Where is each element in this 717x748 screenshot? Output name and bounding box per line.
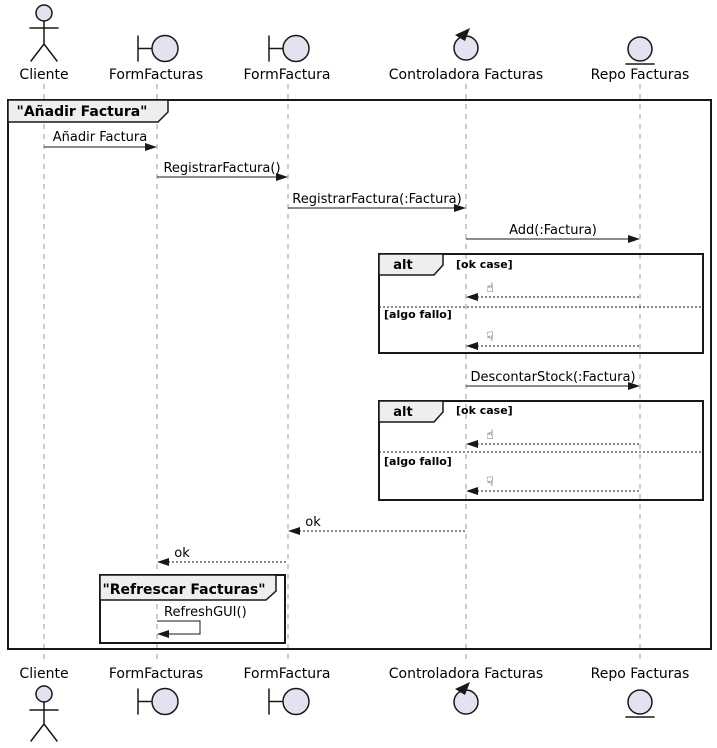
participant-label: FormFacturas <box>109 67 203 83</box>
participant-label: Repo Facturas <box>591 67 690 83</box>
participant-label: FormFactura <box>243 666 330 682</box>
participant-top-repo: Repo Facturas <box>591 36 690 83</box>
thumbs-up-icon: ☝ <box>486 281 494 296</box>
arrowhead <box>466 342 478 350</box>
arrowhead <box>288 527 300 535</box>
participant-bottom-controladora: Controladora Facturas <box>389 666 543 715</box>
participant-top-controladora: Controladora Facturas <box>389 28 543 83</box>
boundary-icon <box>137 688 153 715</box>
control-icon <box>453 35 479 61</box>
guard-ok: [ok case] <box>456 258 513 271</box>
actor-body <box>29 701 59 742</box>
message-label: RefreshGUI() <box>164 605 247 620</box>
thumbs-up-icon: ☝ <box>486 428 494 443</box>
arrowhead <box>454 204 466 212</box>
message-label: ok <box>174 546 190 561</box>
participant-label: Cliente <box>19 67 68 83</box>
message-ok-to-formfactura: ok <box>288 515 466 535</box>
guard-ok: [ok case] <box>456 404 513 417</box>
control-arrow <box>455 28 470 41</box>
actor-body <box>29 20 59 62</box>
message-descontarstock: DescontarStock(:Factura) <box>466 370 640 390</box>
arrowhead <box>157 558 169 566</box>
message-anadir-factura: Añadir Factura <box>44 130 157 151</box>
participant-label: FormFactura <box>243 67 330 83</box>
frame-border <box>7 99 712 650</box>
guard-fail: [algo fallo] <box>384 455 452 468</box>
actor-icon <box>35 4 53 22</box>
frame-tab <box>378 253 444 276</box>
arrowhead <box>628 382 640 390</box>
participant-top-formfactura: FormFactura <box>243 34 331 83</box>
frame-refrescar-facturas: "Refrescar Facturas" RefreshGUI() <box>99 574 286 644</box>
entity-icon <box>627 36 653 62</box>
frame-title: "Refrescar Facturas" <box>102 582 265 598</box>
guard-fail: [algo fallo] <box>384 308 452 321</box>
thumbs-down-icon: ☟ <box>486 330 494 345</box>
alt-operator: alt <box>393 405 412 420</box>
control-arrow <box>455 682 470 695</box>
message-add-factura: Add(:Factura) <box>466 223 640 243</box>
boundary-circle <box>282 34 310 63</box>
frame-border <box>378 400 704 501</box>
lifelines <box>43 84 641 664</box>
participant-bottom-repo: Repo Facturas <box>591 666 690 718</box>
participant-bottom-cliente: Cliente <box>19 666 69 742</box>
participant-label: FormFacturas <box>109 666 203 682</box>
participant-bottom-formfacturas: FormFacturas <box>109 666 203 716</box>
arrowhead <box>466 293 478 301</box>
control-icon <box>453 689 479 715</box>
thumbs-down-icon: ☟ <box>486 475 494 490</box>
frame-tab <box>378 400 444 423</box>
boundary-circle <box>282 687 310 716</box>
alt-operator: alt <box>393 258 412 273</box>
boundary-icon <box>268 688 284 715</box>
participant-bottom-formfactura: FormFactura <box>243 666 331 716</box>
participant-top-formfacturas: FormFacturas <box>109 34 203 83</box>
participant-label: Cliente <box>19 666 68 682</box>
message-label: RegistrarFactura(:Factura) <box>292 192 461 207</box>
participant-top-cliente: Cliente <box>19 4 69 83</box>
self-message-line <box>157 620 201 635</box>
frame-tab <box>7 99 169 123</box>
entity-icon <box>627 689 653 715</box>
alt-frame-2: alt [ok case] ☝ [algo fallo] ☟ <box>378 400 704 501</box>
message-label: Add(:Factura) <box>509 223 597 238</box>
actor-icon <box>35 685 53 703</box>
arrowhead <box>466 487 478 495</box>
frame-tab <box>99 574 277 601</box>
message-ok-to-formfacturas: ok <box>157 546 288 566</box>
boundary-circle <box>151 687 179 716</box>
message-label: RegistrarFactura() <box>163 161 280 176</box>
arrowhead <box>157 630 169 638</box>
message-label: Añadir Factura <box>53 130 148 145</box>
arrowhead <box>145 143 157 151</box>
frame-anadir-factura: "Añadir Factura" <box>7 99 712 650</box>
arrowhead <box>628 235 640 243</box>
message-registrarfactura-factura: RegistrarFactura(:Factura) <box>288 192 466 212</box>
message-registrarfactura: RegistrarFactura() <box>157 161 288 181</box>
participant-label: Controladora Facturas <box>389 666 543 682</box>
participant-label: Repo Facturas <box>591 666 690 682</box>
alt-frame-1: alt [ok case] ☝ [algo fallo] ☟ <box>378 253 704 354</box>
message-label: DescontarStock(:Factura) <box>470 370 635 385</box>
frame-border <box>378 253 704 354</box>
arrowhead <box>466 440 478 448</box>
boundary-circle <box>151 34 179 63</box>
boundary-icon <box>137 35 153 62</box>
arrowhead <box>276 173 288 181</box>
frame-title: "Añadir Factura" <box>17 104 148 120</box>
participant-label: Controladora Facturas <box>389 67 543 83</box>
boundary-icon <box>268 35 284 62</box>
message-label: ok <box>305 515 321 530</box>
